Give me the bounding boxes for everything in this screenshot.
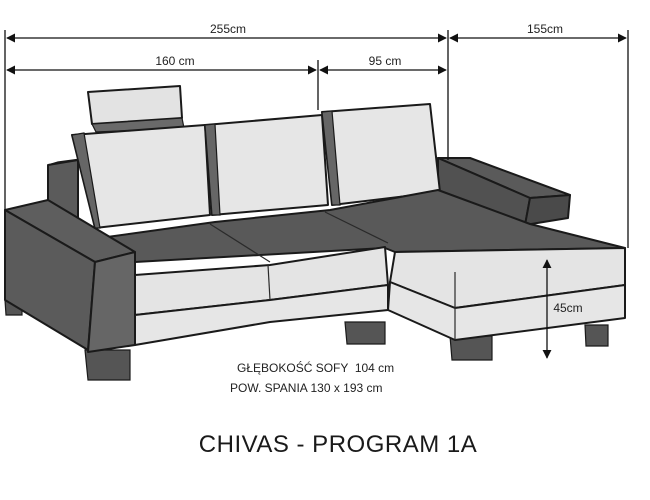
back-cushion-middle [204,114,329,216]
label-sofa-section: 160 cm [155,54,194,68]
sofa-illustration [4,85,626,381]
dimension-lines [4,30,629,359]
diagram-title: CHIVAS - PROGRAM 1A [199,431,477,458]
label-chaise-section: 95 cm [369,54,402,68]
left-armrest-face [87,251,136,353]
leg-middle [344,321,386,345]
back-cushion-right [321,103,441,206]
headrest-front [87,85,183,125]
spec-depth: GŁĘBOKOŚĆ SOFY 104 cm [237,360,394,375]
label-seat-height: 45cm [553,301,582,315]
label-overall-width: 255cm [210,22,246,36]
label-chaise-depth: 155cm [527,22,563,36]
leg-chaise-back [584,324,609,347]
chaise-armrest-end [524,194,571,226]
spec-sleeping-area: POW. SPANIA 130 x 193 cm [230,381,383,395]
leg-front-left [84,349,131,381]
